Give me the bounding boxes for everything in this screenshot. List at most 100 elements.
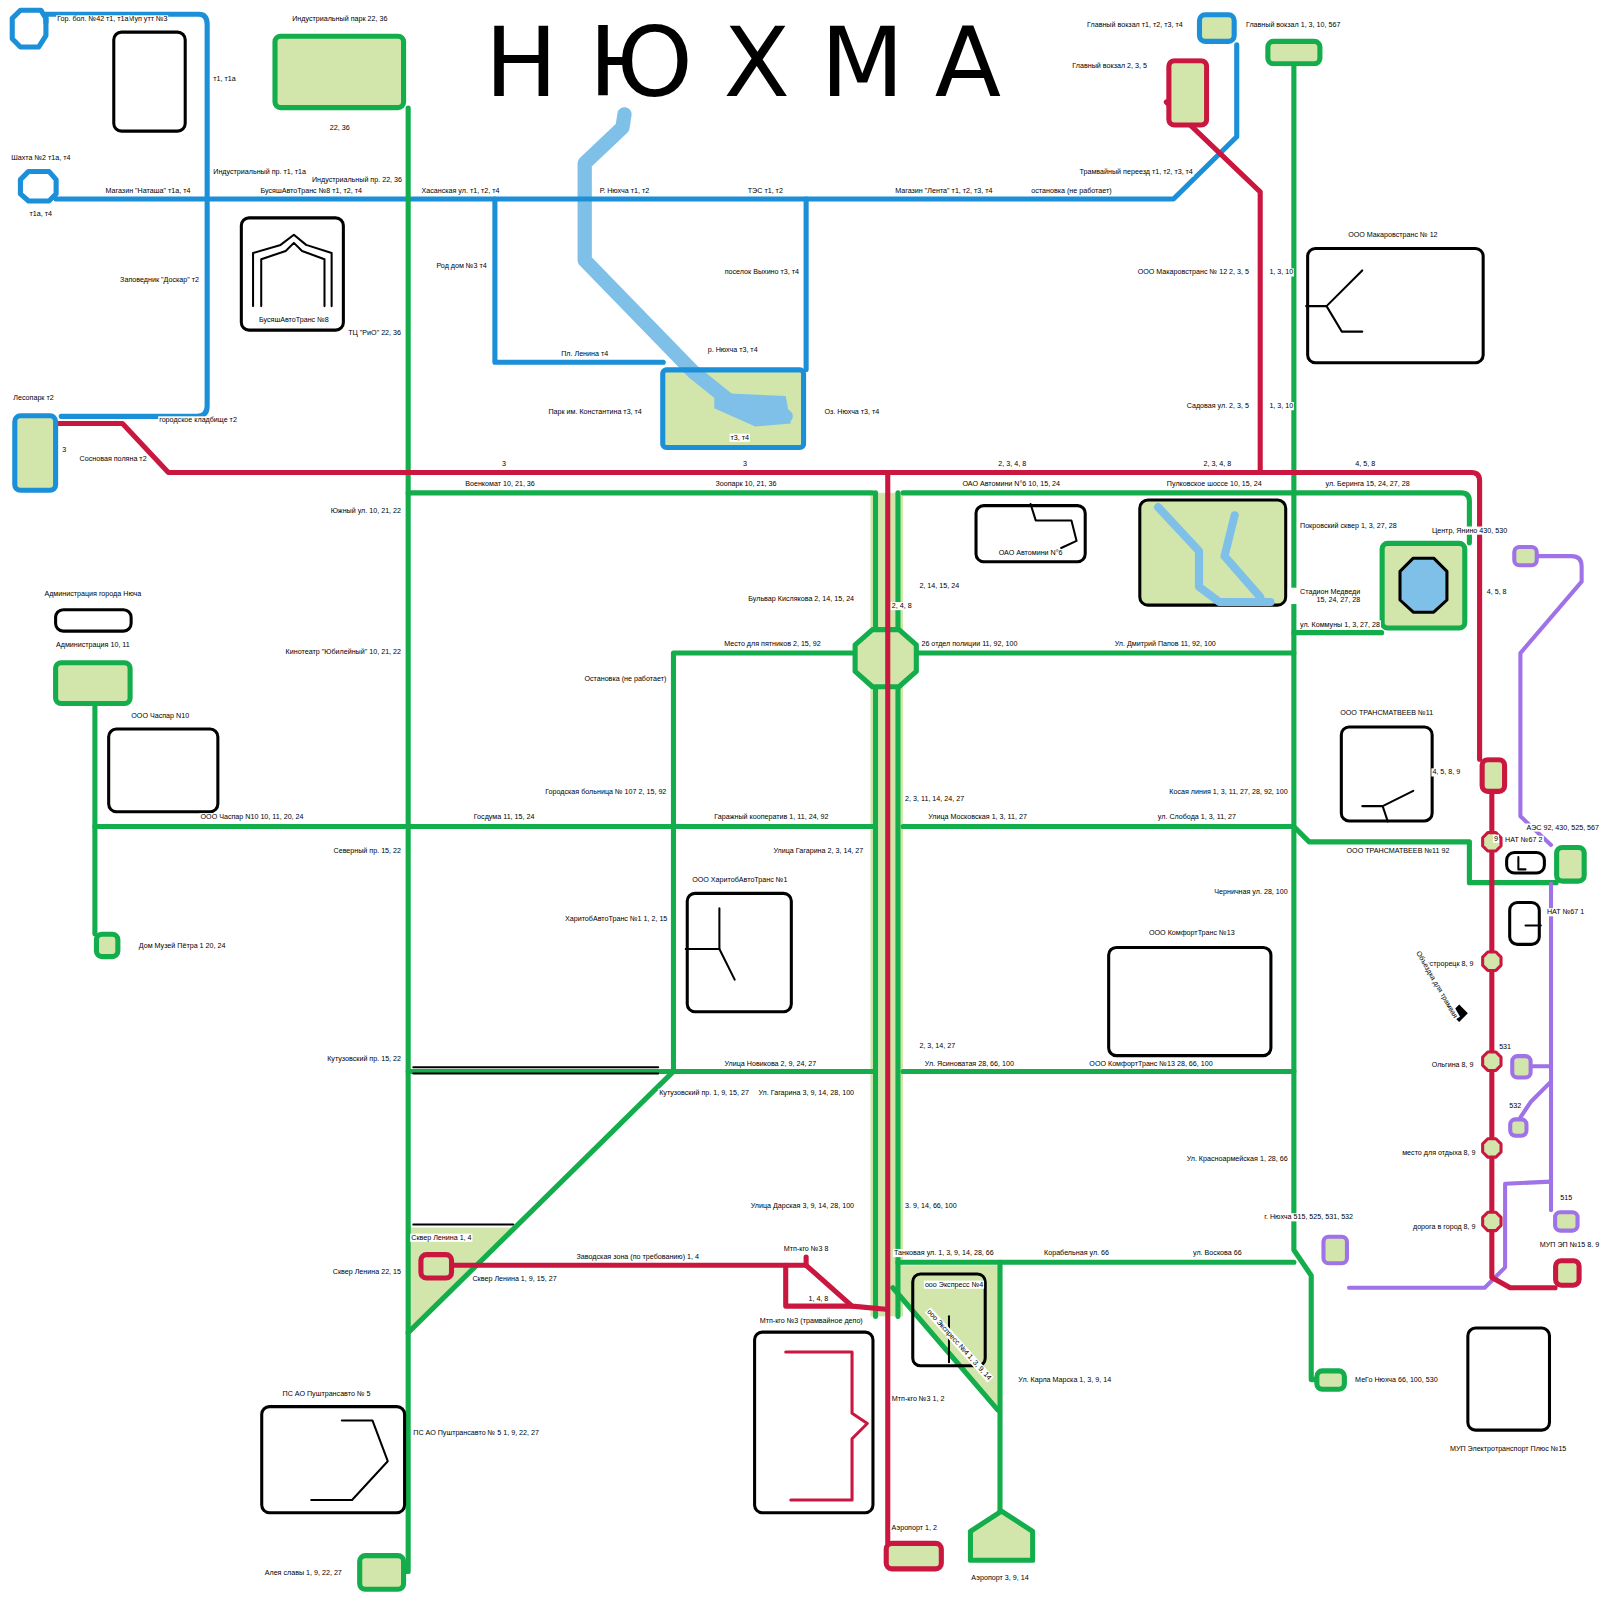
depot-box: ПС АО Пуштрансавто № 5	[260, 1405, 406, 1514]
stop-label: ООО ХаритобАвтоТранс №1	[691, 875, 788, 883]
terminal-block: 531	[1510, 1054, 1532, 1080]
stop-label: Кутузовский пр. 1, 9, 15, 27	[658, 1089, 750, 1097]
stop-label: НАТ №67 2	[1504, 836, 1543, 844]
stop-label: ООО КомфортТранс №13	[1148, 929, 1236, 937]
stop-label: Ул. Ясиноватая 28, 66, 100	[924, 1060, 1015, 1068]
terminal-block: Аэропорт 1, 2	[884, 1541, 944, 1572]
stop-label: Заповедник "Доскар" т2	[119, 275, 200, 283]
stop-label: БусяшАвтоТранс №8	[258, 316, 330, 324]
stop-label: Зоопарк 10, 21, 36	[714, 480, 777, 488]
stop-label: Сосновая поляна т2	[79, 455, 148, 463]
depot-box: ООО Макаровстранс № 12	[1306, 247, 1485, 364]
stop-label: Главный вокзал т1, т2, т3, т4	[1086, 20, 1184, 28]
stop-label: АЭС 92, 430, 525, 567	[1526, 823, 1600, 831]
stop-label: 26 отдел полиции 11, 92, 100	[920, 640, 1018, 648]
stop-label: Сквер Ленина 1, 4	[410, 1234, 472, 1242]
stop-label: 3	[501, 460, 507, 468]
terminal-shape	[967, 1508, 1035, 1563]
stop-label: 1, 3, 10	[1268, 268, 1294, 276]
stop-label: Парк им. Константина т3, т4	[547, 408, 642, 416]
stop-label: место для отдыха 8, 9	[1401, 1149, 1476, 1157]
depot-box: НАТ №67 1	[1508, 901, 1541, 946]
terminal-block: 532	[1508, 1117, 1528, 1137]
stop-label: Муп утт №3	[127, 15, 168, 23]
stop-label: 3	[742, 460, 748, 468]
stop-label: т3, т4	[730, 434, 751, 442]
depot-box: ООО ТРАНСМАТВЕЕВ №11	[1340, 726, 1434, 823]
stop-label: ООО ТРАНСМАТВЕЕВ №11 92	[1345, 847, 1450, 855]
stop-label: Индустриальный пр. т1, т1а	[212, 168, 307, 176]
stop-label: ПС АО Пуштрансавто № 5 1, 9, 22, 27	[412, 1429, 540, 1437]
stop-label: ОАО Автомини N°6 10, 15, 24	[961, 480, 1061, 488]
stop-label: Мтп-кго №3 8	[783, 1245, 830, 1253]
stop-label: 22, 36	[329, 123, 351, 131]
stop-label: Главный вокзал 2, 3, 5	[1071, 62, 1148, 70]
terminal-block: Дом Музей Пётра 1 20, 24	[94, 932, 121, 960]
stop-label: Гаражный кооператив 1, 11, 24, 92	[713, 813, 829, 821]
stop-label: ООО Часпар N10	[130, 712, 190, 720]
stop-label: 1, 3, 10	[1268, 402, 1294, 410]
stop-label: Кинотеатр "Юбилейный" 10, 21, 22	[285, 648, 402, 656]
terminal-block: Центр, Янино 430, 530	[1512, 545, 1539, 567]
stop-label: 4, 5, 8	[1354, 460, 1376, 468]
stop-label: Администрация города Нюча	[43, 590, 142, 598]
stop-label: Северный пр. 15, 22	[332, 847, 402, 855]
stop-label: остановка (не работает)	[1030, 187, 1112, 195]
stop-label: Центр, Янино 430, 530	[1431, 527, 1508, 535]
stop-label: Улица Новикова 2, 9, 24, 27	[724, 1060, 818, 1068]
stop-label: Гор. бол. №42 т1, т1а	[56, 15, 129, 23]
stop-label: р. Нюхча т3, т4	[707, 346, 759, 354]
stop-label: Покровский сквер 1, 3, 27, 28	[1299, 521, 1398, 529]
stop-label: НАТ №67 1	[1546, 908, 1585, 916]
stop-label: Трамвайный переезд т1, т2, т3, т4	[1079, 168, 1194, 176]
stop-label: 2, 3, 11, 14, 24, 27	[904, 795, 965, 803]
depot-box: Муп утт №3	[112, 31, 186, 133]
terminal-block: МУП ЭП №15 8. 9	[1553, 1258, 1582, 1288]
stop-label: 2, 4, 8	[891, 602, 913, 610]
stop-label: 4, 5, 8, 9	[1431, 768, 1461, 776]
stop-label: Косая линия 1, 3, 11, 27, 28, 92, 100	[1168, 788, 1288, 796]
map-title: НЮХМА	[485, 15, 1032, 112]
stop-label: г. Нюхча 515, 525, 531, 532	[1263, 1213, 1354, 1221]
terminal-block: Аэропорт 3, 9, 14	[967, 1508, 1035, 1563]
stop-label: Стадион Медведи 15, 24, 27, 28	[1288, 588, 1361, 604]
stop-label: Аэропорт 3, 9, 14	[970, 1573, 1029, 1581]
terminal-block: Индустриальный парк 22, 3622, 36	[272, 34, 406, 111]
stop-label: Пулковское шоссе 10, 15, 24	[1166, 480, 1263, 488]
stop-label: Лесопарк т2	[12, 394, 55, 402]
stop-label: Сквер Ленина 1, 9, 15, 27	[471, 1274, 557, 1282]
stop-label: Хасанская ул. т1, т2, т4	[420, 187, 500, 195]
stop-label: 2, 14, 15, 24	[918, 582, 960, 590]
stop-label: ооо Экспресс №4	[924, 1281, 984, 1289]
depot-box: ОАО Автомини N°6	[974, 504, 1086, 563]
stop-label: Род дом №3 т4	[435, 262, 487, 270]
stop-label: Улица Московская 1, 3, 11, 27	[927, 813, 1028, 821]
stop-label: Индустриальный пр. 22, 36	[311, 175, 403, 183]
terminal-block: Главный вокзал 1, 3, 10, 567	[1265, 39, 1322, 67]
stop-label: Бульвар Кислякова 2, 14, 15, 24	[747, 595, 855, 603]
depot-box: НАТ №67 2	[1505, 851, 1546, 874]
stop-label: ООО ТРАНСМАТВЕЕВ №11	[1339, 709, 1434, 717]
stop-label: Южный ул. 10, 21, 22	[330, 507, 402, 515]
stop-label: Улица Дарская 3, 9, 14, 28, 100	[750, 1202, 855, 1210]
stop-label: ХаритобАвтоТранс №1 1, 2, 15	[564, 915, 668, 923]
depot-box: ООО Часпар N10	[107, 728, 219, 814]
stop-label: ТЦ "РиО" 22, 36	[347, 329, 402, 337]
terminal-block: г. Нюхча 515, 525, 531, 532	[1321, 1235, 1349, 1266]
stop-label: ул. Коммуны 1, 3, 27, 28	[1299, 620, 1381, 628]
stop-label: 2, 3, 4, 8	[1202, 460, 1232, 468]
terminal-block: Стадион Медведи 15, 24, 27, 28	[1380, 541, 1468, 631]
stop-label: ул. Воскова 66	[1192, 1249, 1243, 1257]
depot-box: ООО ХаритобАвтоТранс №1	[686, 892, 793, 1013]
stop-label: Заводская зона (по требованию) 1, 4	[576, 1253, 700, 1261]
stop-label: Кутузовский пр. 15, 22	[326, 1055, 402, 1063]
stop-label: Ул. Гагарина 3, 9, 14, 28, 100	[758, 1089, 856, 1097]
stop-label: Р. Нюхча т1, т2	[599, 187, 650, 195]
stop-label: поселок Выхино т3, т4	[724, 268, 800, 276]
terminal-block: Сквер Ленина 1, 4	[418, 1252, 454, 1281]
terminal-block: МеГо Нюхча 66, 100, 530	[1314, 1368, 1347, 1391]
depot-box: МУП Электротранспорт Плюс №15	[1466, 1327, 1551, 1432]
stop-label: Ул. Красноармейская 1, 28, 66	[1186, 1155, 1289, 1163]
stop-label: Остановка (не работает)	[583, 674, 667, 682]
